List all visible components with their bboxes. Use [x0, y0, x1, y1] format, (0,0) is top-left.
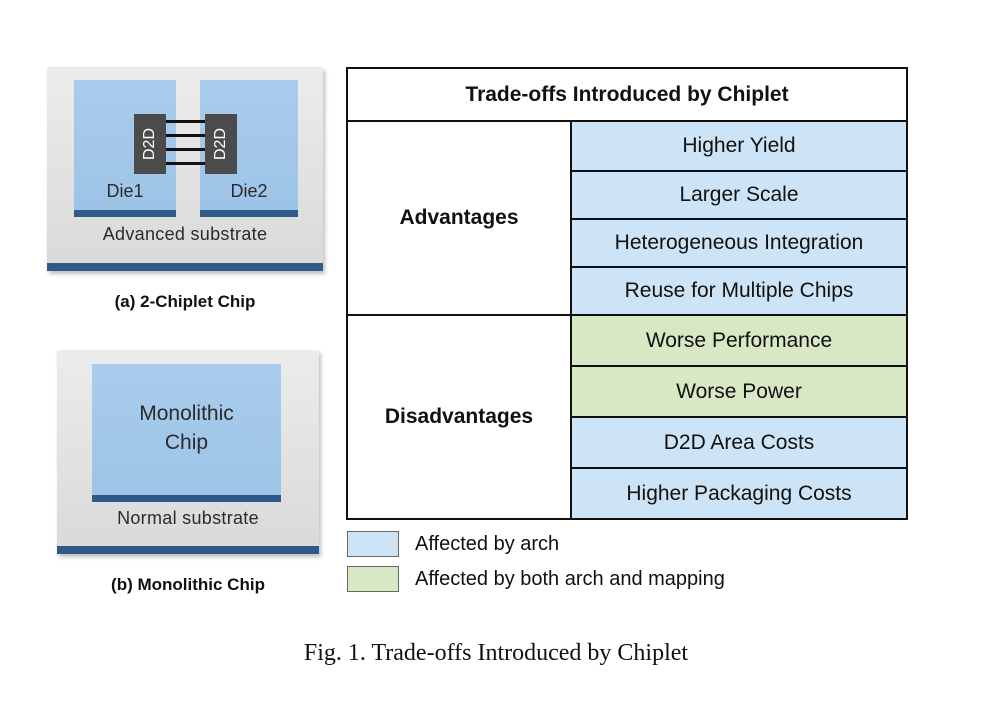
monolithic-chip: Monolithic Chip: [92, 364, 281, 502]
die2: Die2: [200, 80, 298, 217]
group-label-advantages: Advantages: [346, 120, 572, 316]
legend-swatch-arch: [347, 531, 399, 557]
tradeoff-cell: Worse Performance: [570, 314, 908, 367]
d2d-wire: [166, 134, 205, 137]
normal-substrate-edge: [57, 546, 319, 554]
tradeoff-cell: Larger Scale: [570, 170, 908, 220]
tradeoff-cell: Heterogeneous Integration: [570, 218, 908, 268]
d2d-wire: [166, 148, 205, 151]
die2-label: Die2: [230, 181, 268, 201]
monolithic-chip-edge: [92, 495, 281, 502]
d2d-wire: [166, 120, 205, 123]
monolithic-chip-label-line1: Monolithic: [139, 402, 234, 425]
monolithic-caption: (b) Monolithic Chip: [111, 575, 265, 594]
legend-label-both: Affected by both arch and mapping: [415, 568, 725, 590]
chiplet-caption: (a) 2-Chiplet Chip: [114, 292, 256, 311]
tradeoff-cell: Reuse for Multiple Chips: [570, 266, 908, 316]
tradeoff-cell: Higher Yield: [570, 120, 908, 172]
advanced-substrate-edge: [47, 263, 323, 271]
d2d-left-label: D2D: [141, 127, 159, 161]
legend-label-arch: Affected by arch: [415, 533, 560, 555]
d2d-interface-right: D2D: [205, 114, 237, 174]
tradeoff-cell: D2D Area Costs: [570, 416, 908, 469]
die1-label: Die1: [106, 181, 144, 201]
figure-caption: Fig. 1. Trade-offs Introduced by Chiplet: [303, 640, 689, 666]
d2d-right-label: D2D: [212, 127, 230, 161]
tradeoff-cell: Worse Power: [570, 365, 908, 418]
legend-swatch-both: [347, 566, 399, 592]
monolithic-chip-label-line2: Chip: [164, 431, 209, 454]
table-title: Trade-offs Introduced by Chiplet: [346, 67, 908, 122]
tradeoff-cell: Higher Packaging Costs: [570, 467, 908, 520]
d2d-wire: [166, 162, 205, 165]
advanced-substrate-label: Advanced substrate: [102, 224, 268, 244]
die2-edge: [200, 210, 298, 217]
group-label-disadvantages: Disadvantages: [346, 314, 572, 520]
die1-edge: [74, 210, 176, 217]
normal-substrate-label: Normal substrate: [117, 508, 259, 528]
d2d-interface-left: D2D: [134, 114, 166, 174]
